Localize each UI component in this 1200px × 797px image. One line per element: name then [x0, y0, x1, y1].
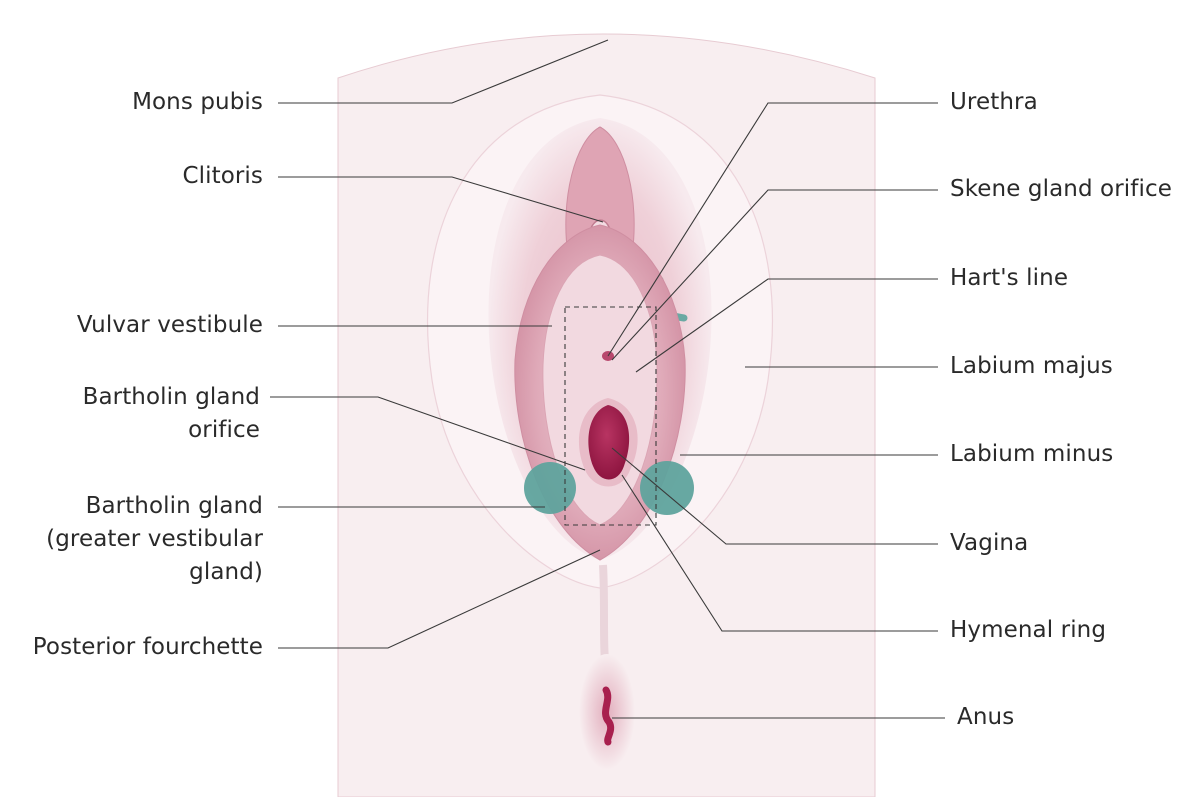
leader-urethra	[607, 102, 938, 357]
leader-bartholin-orifice	[270, 396, 586, 471]
label-labium-minus: Labium minus	[950, 441, 1114, 467]
leader-skene	[611, 189, 938, 361]
bartholin-gland-right	[640, 461, 694, 515]
label-skene-orifice: Skene gland orifice	[950, 176, 1172, 202]
label-bartholin-orifice-line2: orifice	[188, 417, 260, 443]
label-labium-majus: Labium majus	[950, 353, 1113, 379]
label-urethra: Urethra	[950, 89, 1038, 115]
anus-shape	[602, 686, 615, 746]
label-anus: Anus	[957, 704, 1015, 730]
leader-mons-pubis	[278, 39, 609, 104]
perineum-line	[599, 564, 609, 661]
label-bartholin-gland-line3: gland)	[189, 559, 263, 585]
label-bartholin-gland-line1: Bartholin gland	[85, 493, 263, 519]
label-harts-line: Hart's line	[950, 265, 1069, 291]
label-hymenal-ring: Hymenal ring	[950, 617, 1107, 643]
leader-lines	[270, 39, 945, 719]
label-mons-pubis: Mons pubis	[132, 89, 263, 115]
label-vagina: Vagina	[950, 530, 1029, 556]
label-posterior-fourchette: Posterior fourchette	[32, 634, 263, 660]
leader-posterior-fourchette	[278, 549, 601, 649]
label-bartholin-gland-line2: (greater vestibular	[46, 526, 263, 552]
label-clitoris: Clitoris	[182, 163, 263, 189]
leader-harts-line	[635, 278, 938, 373]
label-bartholin-gland: Bartholin gland (greater vestibular glan…	[46, 490, 263, 589]
bartholin-gland-left	[524, 462, 576, 514]
harts-line-box	[564, 306, 657, 526]
leader-hymenal-ring	[621, 474, 938, 632]
label-bartholin-orifice-line1: Bartholin gland	[82, 384, 260, 410]
label-bartholin-orifice: Bartholin gland orifice	[83, 381, 260, 447]
label-vulvar-vestibule: Vulvar vestibule	[76, 312, 263, 338]
vaginal-opening	[588, 405, 630, 480]
leader-clitoris	[278, 176, 604, 223]
leader-vagina	[611, 447, 938, 545]
